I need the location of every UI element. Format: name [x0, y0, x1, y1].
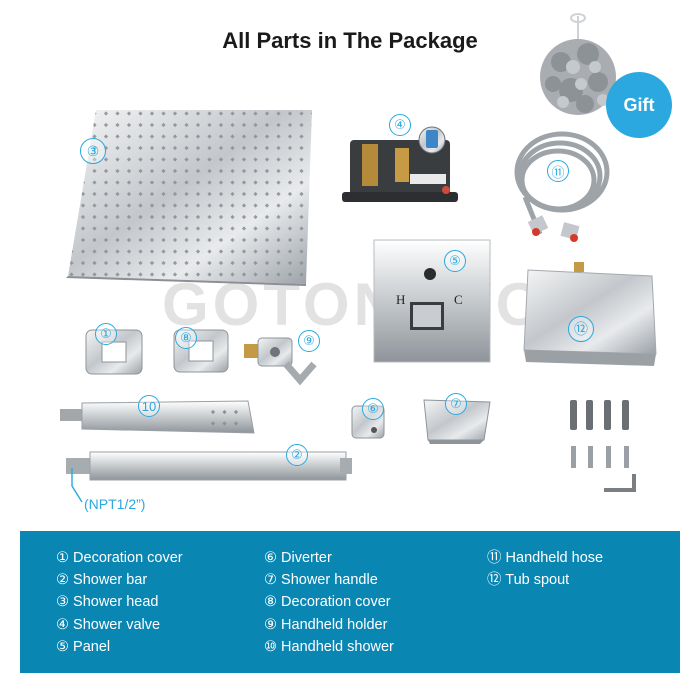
page-title: All Parts in The Package [222, 28, 478, 53]
handheld-shower-image [60, 400, 255, 434]
marker-12: ⑫ [568, 316, 594, 342]
thread-spec-note: (NPT1/2”) [84, 496, 146, 512]
marker-1: ① [95, 323, 117, 345]
tub-spout-image [523, 262, 657, 366]
legend-item: ⑦ Shower handle [264, 572, 378, 589]
screws-and-anchors-image [570, 400, 636, 492]
marker-3: ③ [80, 138, 106, 164]
cold-label: C [454, 292, 463, 307]
legend-item: ④ Shower valve [56, 616, 161, 633]
legend-column-3: ⑪ Handheld hose ⑫ Tub spout [487, 547, 603, 591]
legend-item: ③ Shower head [56, 594, 159, 611]
legend-item: ⑩ Handheld shower [264, 638, 394, 655]
legend-item: ⑤ Panel [56, 638, 111, 655]
marker-6: ⑥ [362, 398, 384, 420]
marker-10: 10 [138, 395, 160, 417]
legend-item: ⑧ Decoration cover [264, 594, 391, 611]
shower-head-image [66, 110, 312, 286]
legend-column-2: ⑥ Diverter ⑦ Shower handle ⑧ Decoration … [264, 547, 394, 658]
handheld-holder-image [244, 337, 317, 386]
marker-2: ② [286, 444, 308, 466]
shower-handle-image [423, 399, 491, 444]
parts-legend: ① Decoration cover ② Shower bar ③ Shower… [20, 531, 680, 673]
marker-11: ⑪ [547, 160, 569, 182]
marker-9: ⑨ [298, 330, 320, 352]
legend-item: ⑨ Handheld holder [264, 616, 388, 633]
gift-badge: Gift [606, 72, 672, 138]
marker-4: ④ [389, 114, 411, 136]
marker-7: ⑦ [445, 393, 467, 415]
shower-valve-image [342, 126, 458, 202]
marker-5: ⑤ [444, 250, 466, 272]
legend-column-1: ① Decoration cover ② Shower bar ③ Shower… [56, 547, 183, 658]
legend-item: ② Shower bar [56, 572, 148, 589]
hot-label: H [396, 292, 405, 307]
marker-8: ⑧ [175, 327, 197, 349]
legend-item: ⑫ Tub spout [487, 572, 570, 589]
legend-item: ⑪ Handheld hose [487, 550, 604, 566]
shower-bar-image [66, 451, 352, 481]
handheld-hose-image [514, 131, 610, 242]
panel-image: H C [373, 239, 491, 363]
legend-item: ⑥ Diverter [264, 550, 332, 566]
thread-callout-line [71, 468, 83, 503]
legend-item: ① Decoration cover [56, 550, 183, 566]
